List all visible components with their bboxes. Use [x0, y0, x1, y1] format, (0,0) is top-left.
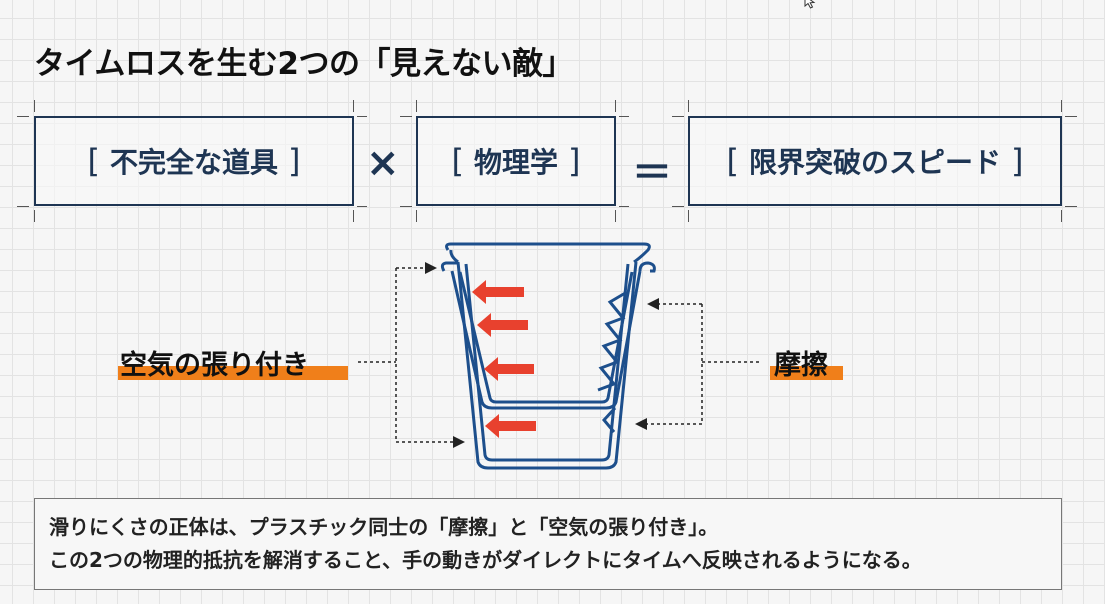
friction-zigzag-icon — [597, 290, 628, 433]
equation-term-physics: [ 物理学 ] — [416, 116, 616, 206]
friction-label: 摩擦 — [774, 350, 828, 381]
multiply-operator: × — [366, 140, 400, 186]
bracket-open: [ — [87, 142, 100, 180]
friction-highlight — [770, 366, 843, 380]
mouse-pointer-icon — [804, 0, 816, 9]
explanation-box: 滑りにくさの正体は、プラスチック同士の「摩擦」と「空気の張り付き」。 この2つの… — [34, 498, 1062, 590]
outer-cup-icon — [445, 242, 651, 470]
result-label: 限界突破のスピード — [748, 146, 1001, 179]
equals-operator: ＝ — [632, 150, 672, 196]
friction-leader-lines — [635, 298, 762, 430]
bracket-open: [ — [726, 142, 739, 180]
term1-label: 不完全な道具 — [109, 146, 278, 179]
air-suction-label: 空気の張り付き — [120, 350, 309, 381]
explanation-line-1: 滑りにくさの正体は、プラスチック同士の「摩擦」と「空気の張り付き」。 — [49, 515, 719, 539]
bracket-open: [ — [451, 142, 464, 180]
inner-cup-icon — [440, 261, 656, 410]
air-suction-arrows-icon — [472, 280, 536, 438]
page-title: タイムロスを生む2つの「見えない敵」 — [34, 46, 573, 82]
term2-label: 物理学 — [473, 146, 558, 179]
air-suction-leader-lines — [358, 262, 465, 448]
bracket-close: ] — [1011, 142, 1024, 180]
equation-result-speed: [ 限界突破のスピード ] — [688, 116, 1062, 206]
bracket-close: ] — [568, 142, 581, 180]
air-suction-highlight — [118, 366, 348, 380]
bracket-close: ] — [288, 142, 301, 180]
explanation-line-2: この2つの物理的抵抗を解消すること、手の動きがダイレクトにタイムへ反映されるよう… — [49, 548, 922, 572]
equation-term-incomplete-tool: [ 不完全な道具 ] — [34, 116, 354, 206]
